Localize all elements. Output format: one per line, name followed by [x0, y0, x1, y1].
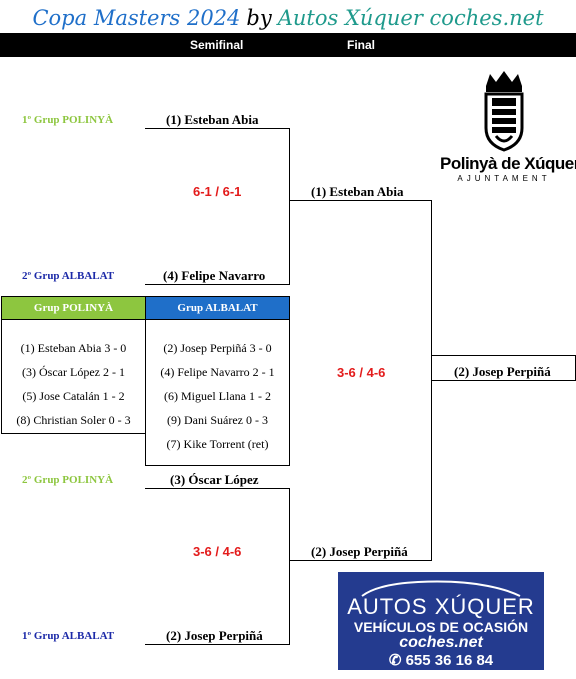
sf-bottom-player1: (3) Óscar López	[170, 472, 259, 487]
sf-top-line1	[145, 128, 290, 129]
final-player1: (1) Esteban Abia	[311, 184, 404, 199]
sf-bottom-player2: (2) Josep Perpiñá	[166, 628, 263, 643]
final-header: Final	[347, 38, 376, 52]
sf-bottom-line2	[145, 644, 290, 645]
ad-brand: AUTOS XÚQUER	[347, 594, 535, 619]
sf-top-group2-label: 2º Grup ALBALAT	[22, 270, 115, 282]
sf-top-player2: (4) Felipe Navarro	[163, 268, 266, 283]
sf-top-group1-label: 1º Grup POLINYÀ	[22, 114, 114, 126]
champion-box-top	[431, 355, 576, 356]
sf-top-vertical	[289, 128, 290, 285]
group-polinya-table: Grup POLINYÀ (1) Esteban Abia 3 - 0 (3) …	[1, 296, 146, 434]
sponsor-ad: AUTOS XÚQUER VEHÍCULOS DE OCASIÓN coches…	[338, 572, 544, 670]
title-competition: Copa Masters 2024	[32, 6, 241, 30]
title-sponsor: Autos Xúquer coches.net	[277, 6, 544, 30]
sf-bottom-line1	[145, 488, 290, 489]
ad-phone: ✆ 655 36 16 84	[388, 652, 494, 669]
round-header-bar: Semifinal Final	[0, 33, 576, 57]
group-polinya-row: (5) Jose Catalán 1 - 2	[22, 389, 125, 403]
sf-top-line2	[145, 284, 290, 285]
title-by: by	[246, 6, 272, 30]
group-albalat-row: (6) Miguel Llana 1 - 2	[164, 389, 271, 403]
group-polinya-row: (3) Óscar López 2 - 1	[22, 365, 125, 379]
group-albalat-row: (2) Josep Perpiñá 3 - 0	[163, 341, 272, 355]
sf-bottom-score: 3-6 / 4-6	[193, 544, 242, 559]
champion-name: (2) Josep Perpiñá	[454, 364, 551, 379]
group-albalat-table: Grup ALBALAT (2) Josep Perpiñá 3 - 0 (4)…	[145, 296, 290, 466]
sf-bottom-group2-label: 1º Grup ALBALAT	[22, 630, 115, 642]
final-line2	[289, 560, 432, 561]
sf-bottom-group1-label: 2º Grup POLINYÀ	[22, 474, 114, 486]
semifinal-header: Semifinal	[190, 38, 244, 52]
ad-tagline: VEHÍCULOS DE OCASIÓN	[353, 619, 529, 635]
final-player2: (2) Josep Perpiñá	[311, 544, 408, 559]
town-name: Polinyà de Xúquer	[440, 154, 576, 173]
group-albalat-row: (9) Dani Suárez 0 - 3	[167, 413, 268, 427]
group-polinya-header: Grup POLINYÀ	[2, 297, 145, 320]
town-crest-icon	[484, 71, 524, 152]
final-score: 3-6 / 4-6	[337, 365, 386, 380]
group-albalat-row: (7) Kike Torrent (ret)	[166, 437, 269, 451]
car-silhouette-icon	[361, 580, 521, 597]
group-albalat-header: Grup ALBALAT	[146, 297, 289, 320]
champion-line	[431, 380, 576, 381]
sf-top-score: 6-1 / 6-1	[193, 184, 242, 199]
town-subtitle: AJUNTAMENT	[457, 174, 551, 183]
group-polinya-row: (8) Christian Soler 0 - 3	[16, 413, 131, 427]
final-line1	[289, 200, 432, 201]
sf-bottom-vertical	[289, 488, 290, 645]
group-polinya-row: (1) Esteban Abia 3 - 0	[20, 341, 127, 355]
group-albalat-row: (4) Felipe Navarro 2 - 1	[160, 365, 275, 379]
ad-website: coches.net	[399, 634, 483, 651]
sf-top-player1: (1) Esteban Abia	[166, 112, 259, 127]
